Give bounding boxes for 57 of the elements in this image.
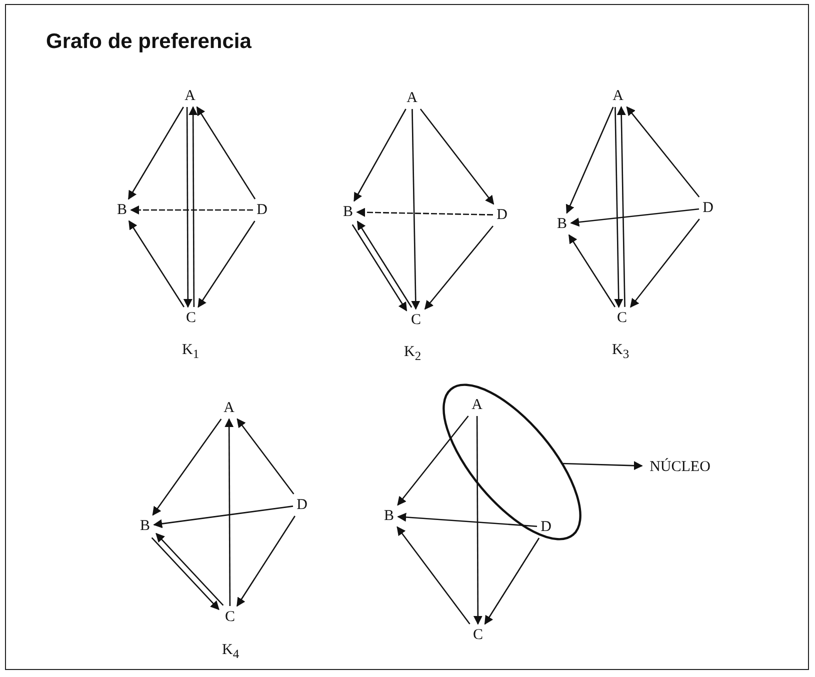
vertex-label: A	[470, 396, 484, 414]
arrow	[198, 220, 256, 308]
vertex-label: D	[295, 496, 309, 514]
arrow	[396, 526, 470, 624]
arrow	[397, 416, 469, 506]
vertex-label: C	[615, 309, 629, 327]
arrow	[411, 108, 420, 310]
arrow	[566, 106, 614, 214]
arrow	[570, 208, 700, 227]
arrow	[424, 226, 494, 310]
graph-label: K$_{3}$	[612, 341, 630, 363]
arrow	[196, 106, 256, 200]
vertex-label: C	[223, 608, 237, 626]
vertex-label: B	[382, 507, 396, 525]
vertex-label: A	[611, 87, 625, 105]
arrow	[183, 107, 192, 308]
vertex-label: C	[184, 309, 198, 327]
arrow	[616, 106, 626, 307]
node-label: NÚCLEO	[644, 458, 716, 476]
arrow	[224, 418, 234, 606]
arrow	[420, 108, 494, 205]
graph-label: K$_{2}$	[404, 343, 422, 365]
graph-label: K$_{1}$	[182, 341, 200, 363]
arrow	[128, 220, 185, 308]
vertex-label: B	[555, 215, 569, 233]
vertex-label: B	[341, 203, 355, 221]
arrow	[562, 461, 643, 470]
vertex-label: D	[539, 518, 553, 536]
arrow	[356, 208, 494, 217]
vertex-label: C	[471, 626, 485, 644]
arrow	[484, 538, 540, 625]
arrow	[130, 206, 253, 214]
vertex-label: B	[115, 201, 129, 219]
arrow	[354, 108, 406, 202]
arrow	[188, 106, 198, 307]
vertex-label: D	[701, 199, 715, 217]
vertex-label: A	[222, 399, 236, 417]
graph-label: K$_{4}$	[222, 641, 240, 663]
arrow	[128, 106, 184, 200]
arrow	[152, 418, 222, 516]
arrow	[568, 234, 616, 308]
arrow	[397, 512, 538, 528]
arrow	[473, 416, 482, 625]
vertex-label: A	[183, 87, 197, 105]
arrow	[236, 418, 294, 494]
arrow	[630, 218, 700, 308]
arrow	[236, 516, 296, 607]
arrow	[614, 107, 624, 308]
vertex-label: D	[255, 201, 269, 219]
vertex-label: D	[495, 206, 509, 224]
arrow	[626, 106, 700, 198]
vertex-label: C	[409, 311, 423, 329]
diagram-title: Grafo de preferencia	[46, 30, 252, 54]
vertex-label: B	[138, 517, 152, 535]
grouping-ellipse	[444, 385, 580, 539]
vertex-label: A	[405, 89, 419, 107]
arrow	[153, 506, 294, 528]
